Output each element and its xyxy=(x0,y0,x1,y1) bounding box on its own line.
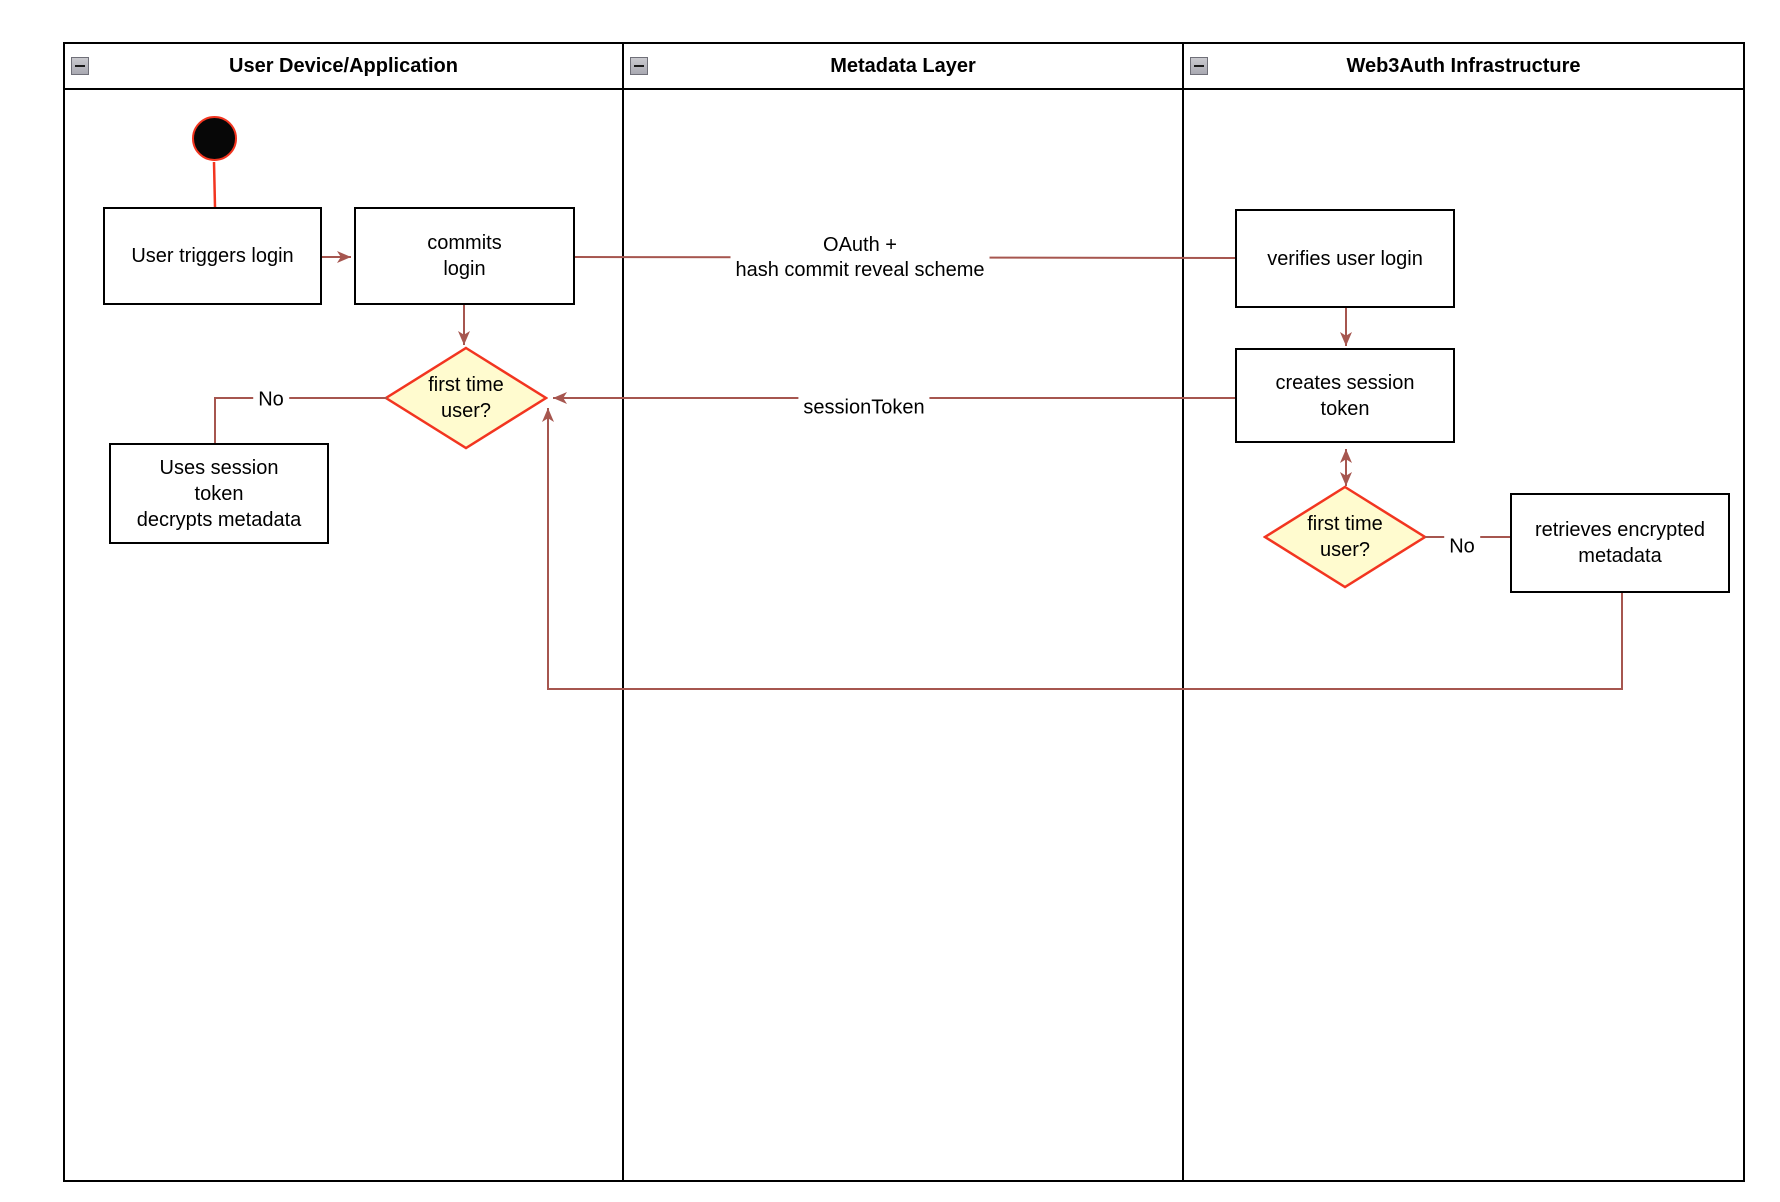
edge-label-no-device: No xyxy=(253,387,289,413)
node-label: Uses session token decrypts metadata xyxy=(136,456,302,531)
node-label: verifies user login xyxy=(1267,247,1423,270)
node-retrieves-encrypted-metadata[interactable]: retrieves encrypted metadata xyxy=(1510,493,1730,593)
node-commits-login[interactable]: commits login xyxy=(354,207,575,305)
node-label: User triggers login xyxy=(131,245,294,267)
collapse-lane-button[interactable] xyxy=(71,57,89,75)
lane-user-device: User Device/Application xyxy=(65,44,622,1180)
node-uses-session-token[interactable]: Uses session token decrypts metadata xyxy=(109,443,329,544)
edge-label-no-infra: No xyxy=(1444,534,1480,560)
node-creates-session-token[interactable]: creates session token xyxy=(1235,348,1455,443)
node-label: retrieves encrypted metadata xyxy=(1534,519,1706,567)
collapse-lane-button[interactable] xyxy=(630,57,648,75)
lane-header-metadata-layer[interactable]: Metadata Layer xyxy=(624,44,1182,90)
diamond-shape xyxy=(384,346,548,450)
lane-header-web3auth-infra[interactable]: Web3Auth Infrastructure xyxy=(1184,44,1743,90)
decision-label: first time user? xyxy=(428,374,504,422)
lane-header-user-device[interactable]: User Device/Application xyxy=(65,44,622,90)
minus-icon xyxy=(75,65,85,67)
collapse-lane-button[interactable] xyxy=(1190,57,1208,75)
lane-title: Web3Auth Infrastructure xyxy=(1346,54,1581,77)
node-label: commits login xyxy=(427,232,502,280)
minus-icon xyxy=(1194,65,1204,67)
initial-state-node[interactable] xyxy=(192,116,237,161)
edge-label-sessiontoken: sessionToken xyxy=(798,395,930,421)
lane-title: User Device/Application xyxy=(229,54,458,77)
minus-icon xyxy=(634,65,644,67)
node-label: creates session token xyxy=(1275,371,1415,420)
lane-metadata-layer: Metadata Layer xyxy=(622,44,1182,1180)
decision-label: first time user? xyxy=(1307,513,1383,561)
edge-label-oauth: OAuth + hash commit reveal scheme xyxy=(730,233,990,283)
decision-first-time-user-infra[interactable]: first time user? xyxy=(1263,485,1427,589)
node-user-triggers-login[interactable]: User triggers login xyxy=(103,207,322,305)
node-verifies-user-login[interactable]: verifies user login xyxy=(1235,209,1455,308)
lane-title: Metadata Layer xyxy=(830,54,976,77)
decision-first-time-user-device[interactable]: first time user? xyxy=(384,346,548,450)
